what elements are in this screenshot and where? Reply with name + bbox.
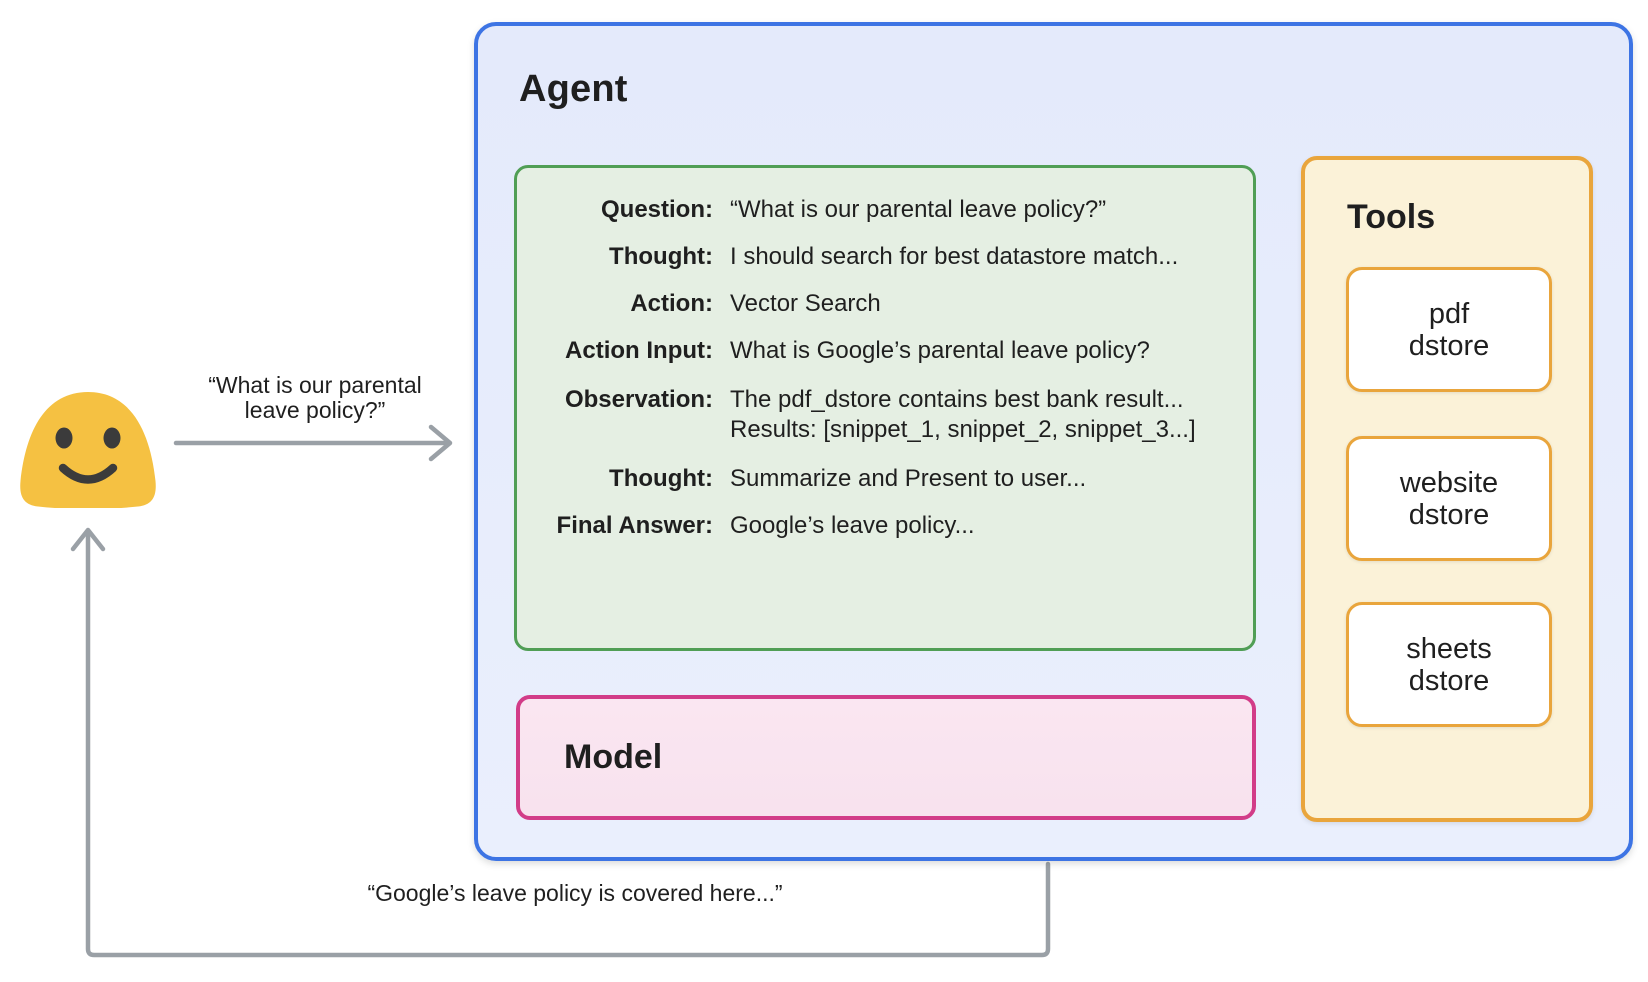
row-value: I should search for best datastore match… — [730, 243, 1179, 270]
tool-pdf-dstore: pdf dstore — [1346, 267, 1552, 392]
scratchpad-row-thought-2: Thought: Summarize and Present to user..… — [517, 464, 1253, 494]
row-value: What is Google’s parental leave policy? — [730, 337, 1150, 364]
request-arrow — [173, 424, 453, 462]
agent-title: Agent — [519, 68, 628, 110]
row-value: Summarize and Present to user... — [730, 465, 1087, 492]
scratchpad-rows: Question: “What is our parental leave po… — [517, 168, 1253, 541]
row-label: Final Answer: — [556, 512, 713, 539]
scratchpad-row-thought: Thought: I should search for best datast… — [517, 242, 1253, 272]
arrowhead-right-icon — [428, 424, 453, 462]
emoji-smile — [58, 463, 118, 484]
row-value: Vector Search — [730, 290, 881, 317]
arrowhead-up-icon — [70, 527, 106, 552]
agent-box: Agent Question: “What is our parental le… — [474, 22, 1633, 861]
request-label-line1: “What is our parental — [208, 372, 422, 398]
request-label-line2: leave policy?” — [244, 397, 386, 423]
tool-label-line1: pdf — [1428, 297, 1470, 330]
tool-label-line1: website — [1399, 466, 1499, 499]
emoji-left-eye — [55, 427, 73, 449]
response-label: “Google’s leave policy is covered here..… — [367, 880, 783, 906]
row-label: Question: — [601, 196, 713, 223]
emoji-right-eye — [103, 427, 121, 449]
row-label: Observation: — [564, 386, 713, 413]
row-value: Google’s leave policy... — [730, 512, 975, 539]
scratchpad-row-final-answer: Final Answer: Google’s leave policy... — [517, 511, 1253, 541]
scratchpad-row-action-input: Action Input: What is Google’s parental … — [517, 336, 1253, 366]
scratchpad-box: Question: “What is our parental leave po… — [514, 165, 1256, 651]
row-label: Thought: — [609, 465, 713, 492]
scratchpad-row-observation: Observation: The pdf_dstore contains bes… — [517, 385, 1253, 445]
row-value: The pdf_dstore contains best bank result… — [730, 385, 1196, 445]
observation-line2: Results: [snippet_1, snippet_2, snippet_… — [730, 416, 1196, 443]
row-value: “What is our parental leave policy?” — [730, 196, 1107, 223]
tools-box: Tools pdf dstore website dstore sheets d… — [1301, 156, 1593, 822]
tool-label-line1: sheets — [1406, 632, 1492, 665]
response-arrow — [70, 527, 1051, 958]
tool-sheets-dstore: sheets dstore — [1346, 602, 1552, 727]
row-label: Action: — [630, 290, 713, 317]
tool-label-line2: dstore — [1408, 498, 1490, 531]
tools-title: Tools — [1347, 198, 1436, 236]
tool-website-dstore: website dstore — [1346, 436, 1552, 561]
observation-line1: The pdf_dstore contains best bank result… — [730, 386, 1184, 413]
tool-label-line2: dstore — [1408, 329, 1490, 362]
scratchpad-row-action: Action: Vector Search — [517, 289, 1253, 319]
model-title: Model — [564, 738, 663, 776]
model-box: Model — [516, 695, 1256, 820]
user-smiley-emoji-icon — [20, 392, 156, 508]
row-label: Thought: — [609, 243, 713, 270]
scratchpad-row-question: Question: “What is our parental leave po… — [517, 195, 1253, 225]
row-label: Action Input: — [565, 337, 713, 364]
tool-label-line2: dstore — [1408, 664, 1490, 697]
request-label: “What is our parental leave policy?” — [135, 373, 495, 423]
